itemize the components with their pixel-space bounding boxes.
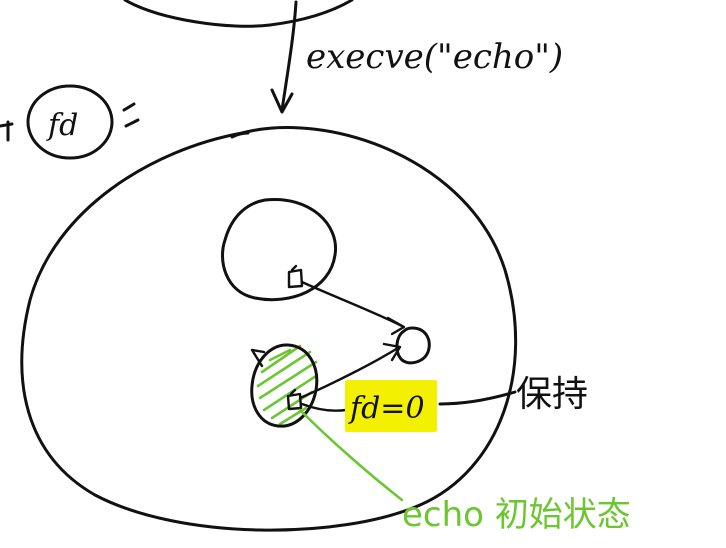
upper-to-file-line xyxy=(300,280,404,328)
echo-state-label: echo 初始状态 xyxy=(402,495,631,535)
echo-state-pointer-line xyxy=(298,408,404,502)
execve-call-label: execve("echo") xyxy=(306,37,563,77)
echo-to-file-line xyxy=(298,346,400,400)
fd-circled-label: fd xyxy=(46,108,78,143)
upper-fd-entry-box xyxy=(287,264,304,289)
fd0-label: fd=0 xyxy=(348,391,425,426)
execve-arrow-shaft xyxy=(280,0,298,112)
echo-circle-hatching xyxy=(256,344,318,426)
execve-arrow-head xyxy=(270,88,294,114)
process-outline-start-tick xyxy=(230,131,250,139)
semicolon-mark xyxy=(122,102,140,128)
small-pointer-arrow xyxy=(250,348,266,368)
process-outline xyxy=(20,126,518,532)
echo-circle-outline xyxy=(250,343,319,428)
fd0-to-keep-line xyxy=(438,390,517,406)
echo-fd-entry-box xyxy=(286,388,303,411)
left-cropped-stroke xyxy=(0,120,14,142)
keep-label: 保持 xyxy=(516,374,588,415)
fd-circle xyxy=(26,84,114,160)
upper-to-file-arrowhead xyxy=(386,316,406,336)
target-file-circle xyxy=(395,326,431,365)
inner-upper-circle xyxy=(221,197,338,302)
fd0-highlight xyxy=(345,380,437,432)
echo-to-fd0-line xyxy=(300,402,348,412)
echo-to-file-arrowhead xyxy=(382,342,402,362)
previous-process-outline xyxy=(123,0,354,28)
